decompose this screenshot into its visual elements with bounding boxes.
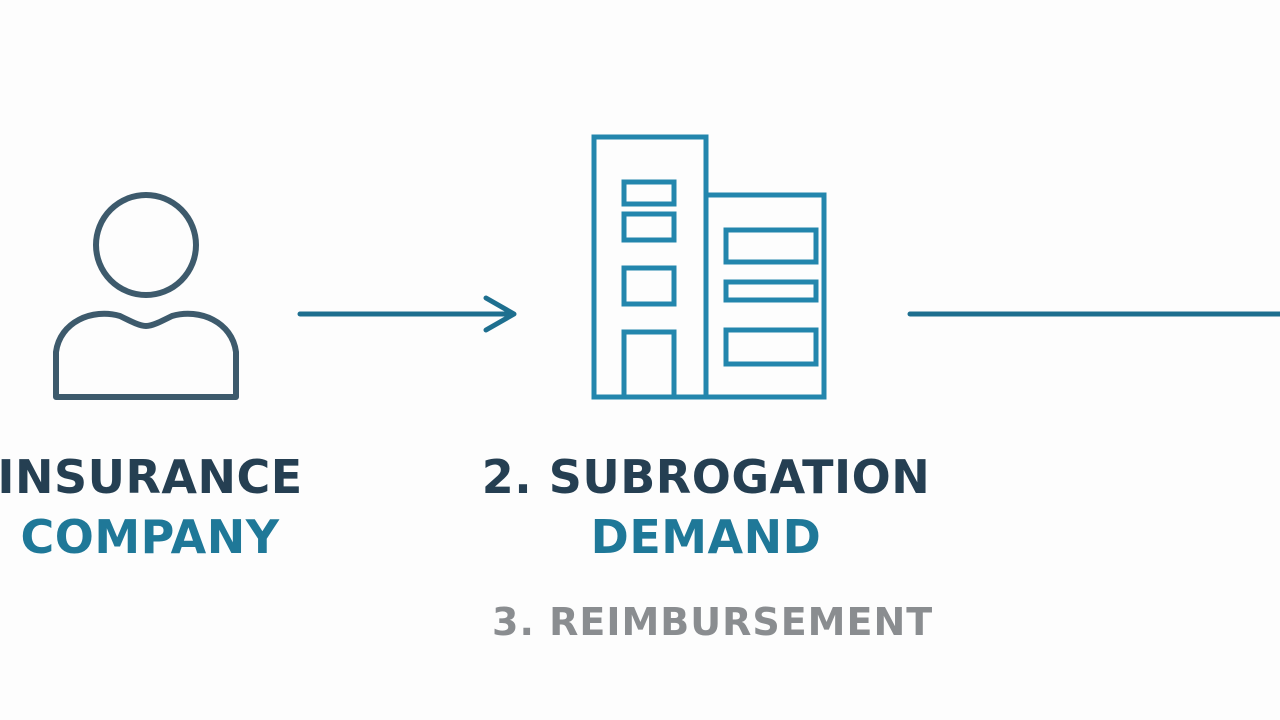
- insurer-label-line1: INSURANCE: [0, 450, 303, 504]
- reimbursement-label: 3. REIMBURSEMENT: [492, 600, 934, 644]
- demand-label-line1: 2. SUBROGATION: [481, 450, 931, 504]
- person-icon: [53, 192, 239, 400]
- demand-label-line2: DEMAND: [590, 510, 822, 564]
- insurer-label-line2: COMPANY: [20, 510, 280, 564]
- building-icon: [591, 134, 827, 400]
- flow-arrow: [297, 295, 517, 333]
